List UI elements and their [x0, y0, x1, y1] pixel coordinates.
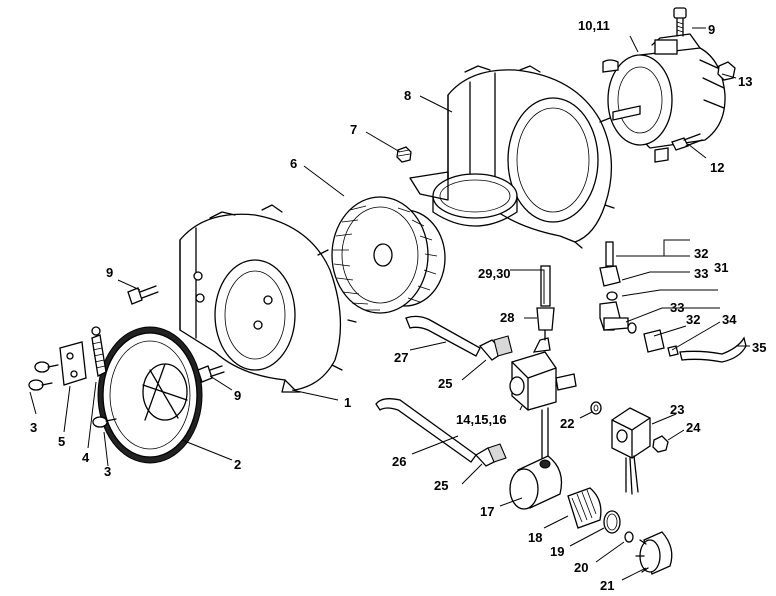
label-8: 8 — [404, 88, 411, 103]
label-19: 19 — [550, 544, 564, 559]
leader-lines — [29, 27, 750, 581]
label-3-left: 3 — [30, 420, 37, 435]
label-35: 35 — [752, 340, 766, 355]
label-5: 5 — [58, 434, 65, 449]
label-12: 12 — [710, 160, 724, 175]
part-small-hardware — [28, 285, 225, 428]
part-solenoid — [611, 407, 669, 495]
label-27: 27 — [394, 350, 408, 365]
label-21: 21 — [600, 578, 614, 593]
label-17: 17 — [480, 504, 494, 519]
part-pump-block — [509, 265, 602, 459]
part-motor — [602, 7, 736, 163]
label-33-top: 33 — [694, 266, 708, 281]
label-10-11: 10,11 — [578, 18, 610, 33]
part-fan-wheel — [331, 196, 446, 314]
part-nut-7 — [396, 146, 412, 163]
label-1: 1 — [344, 395, 351, 410]
label-32-bottom: 32 — [686, 312, 700, 327]
label-6: 6 — [290, 156, 297, 171]
label-13: 13 — [738, 74, 752, 89]
part-front-housing — [179, 204, 357, 393]
part-cover-plate — [97, 326, 203, 464]
label-3-bottom: 3 — [104, 464, 111, 479]
part-labels: 9 10,11 13 12 8 7 6 9 9 1 2 3 3 4 5 29,3… — [30, 18, 766, 593]
label-2: 2 — [234, 457, 241, 472]
label-20: 20 — [574, 560, 588, 575]
label-22: 22 — [560, 416, 574, 431]
part-tubes — [375, 315, 513, 467]
label-18: 18 — [528, 530, 542, 545]
label-31: 31 — [714, 260, 728, 275]
label-32-top: 32 — [694, 246, 708, 261]
label-33-bottom: 33 — [670, 300, 684, 315]
label-9-mid: 9 — [234, 388, 241, 403]
part-rear-housing — [409, 65, 615, 249]
label-25-lower: 25 — [434, 478, 448, 493]
label-34: 34 — [722, 312, 737, 327]
label-29-30: 29,30 — [478, 266, 511, 281]
part-filter-assembly — [509, 455, 673, 575]
label-24: 24 — [686, 420, 701, 435]
label-23: 23 — [670, 402, 684, 417]
label-14-15-16: 14,15,16 — [456, 412, 507, 427]
label-9-top: 9 — [708, 22, 715, 37]
part-fittings — [599, 241, 747, 363]
label-28: 28 — [500, 310, 514, 325]
label-4: 4 — [82, 450, 90, 465]
label-25-upper: 25 — [438, 376, 452, 391]
label-26: 26 — [392, 454, 406, 469]
label-9-left: 9 — [106, 265, 113, 280]
label-7: 7 — [350, 122, 357, 137]
